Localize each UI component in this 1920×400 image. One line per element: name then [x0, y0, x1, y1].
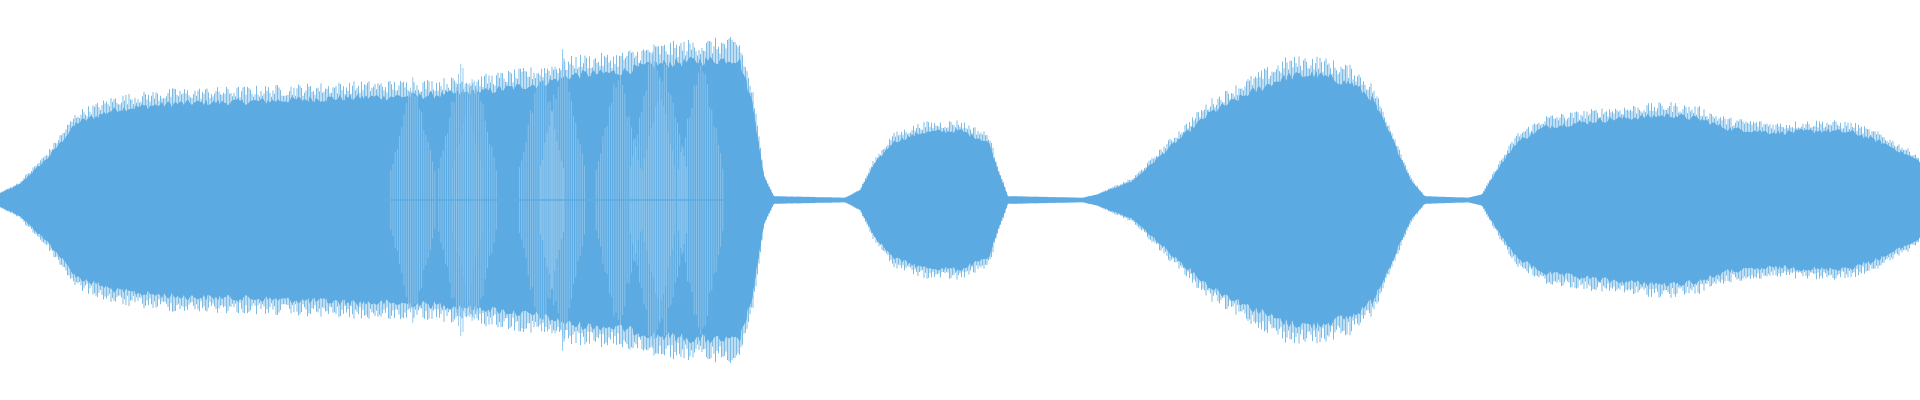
waveform-strokes — [0, 37, 1920, 363]
